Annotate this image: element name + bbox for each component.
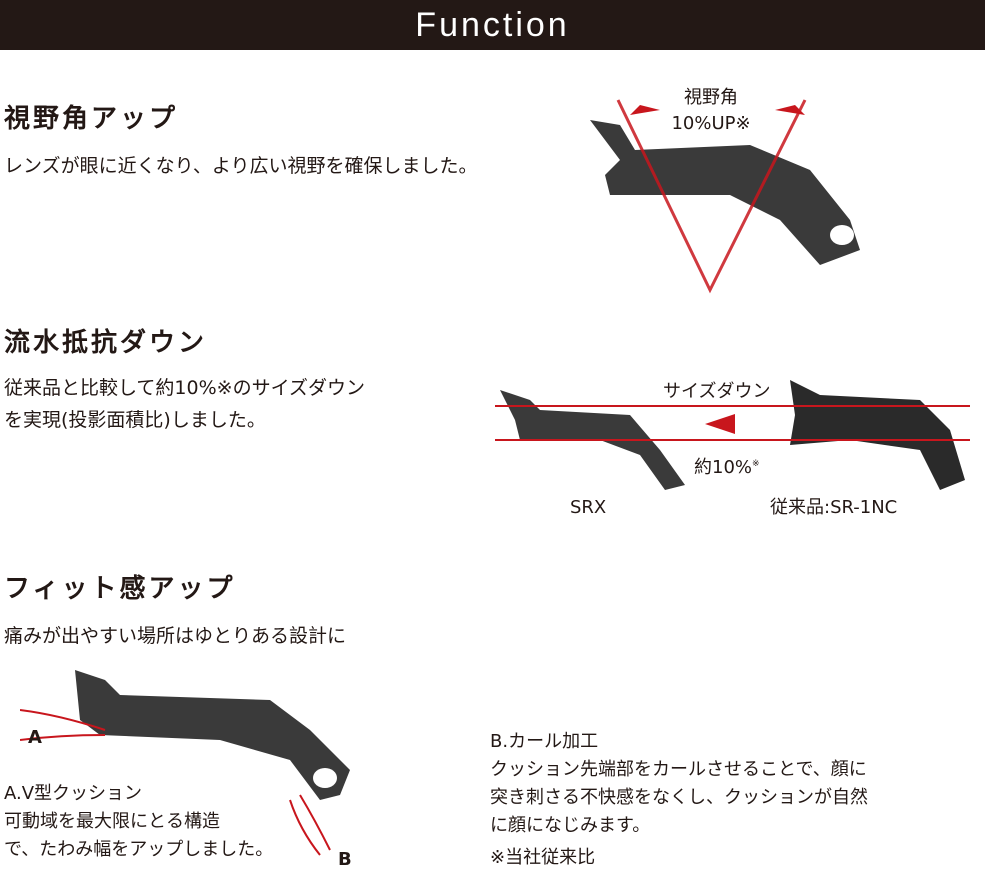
marker-b: B	[338, 849, 352, 869]
percent-text: 約10%	[694, 457, 753, 478]
section-title-drag: 流水抵抗ダウン	[4, 328, 208, 358]
a-line-1: 可動域を最大限にとる構造	[4, 811, 220, 832]
b-title: B.カール加工	[490, 731, 599, 752]
a-title: A.V型クッション	[4, 783, 143, 804]
marker-a: A	[28, 727, 42, 748]
size-down-percent: 約10%※	[694, 452, 760, 480]
view-angle-goggle-image	[590, 99, 860, 294]
footnote: ※当社従来比	[490, 847, 596, 868]
section-body-view: レンズが眼に近くなり、より広い視野を確保しました。	[4, 155, 478, 177]
b-line-1: クッション先端部をカールさせることで、顔に	[490, 759, 867, 780]
b-line-2: 突き刺さる不快感をなくし、クッションが自然	[490, 787, 868, 808]
section-title-fit: フィット感アップ	[4, 574, 236, 604]
fit-goggle-image	[20, 670, 350, 856]
model-new-label: SRX	[570, 497, 607, 518]
view-angle-label-1: 視野角	[684, 87, 738, 108]
b-line-3: に顔になじみます。	[490, 815, 651, 836]
size-comparison-image	[495, 380, 970, 490]
page-title: Function	[0, 0, 985, 50]
a-line-2: で、たわみ幅をアップしました。	[4, 839, 274, 860]
percent-note: ※	[752, 459, 760, 469]
section-body-fit: 痛みが出やすい場所はゆとりある設計に	[4, 625, 347, 647]
section-title-view: 視野角アップ	[4, 104, 179, 134]
size-down-label: サイズダウン	[663, 380, 771, 404]
section-body-drag-2: を実現(投影面積比)しました。	[4, 409, 266, 431]
view-angle-label-2: 10%UP※	[671, 113, 751, 134]
model-old-label: 従来品:SR-1NC	[770, 497, 898, 518]
section-body-drag-1: 従来品と比較して約10%※のサイズダウン	[4, 377, 366, 399]
